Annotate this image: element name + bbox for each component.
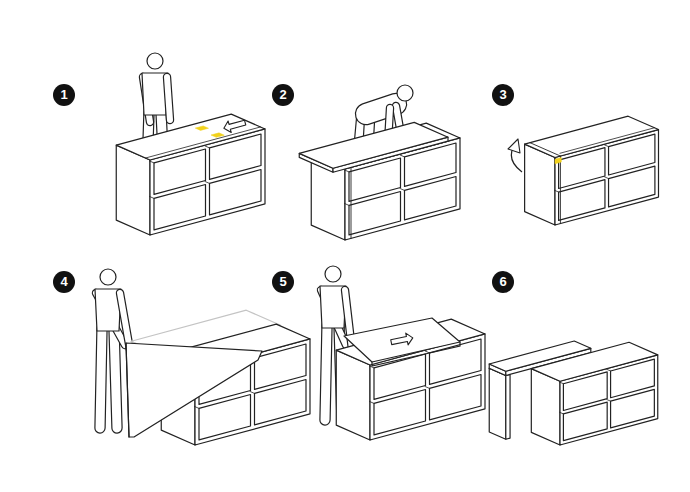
shelf-depth-line [605,177,609,179]
shelf-depth-line [205,146,210,148]
step-badge [53,271,75,293]
shelf-opening [374,354,426,399]
person-leg [325,325,327,420]
step-badge [492,271,514,293]
end-panel-seam [351,167,352,238]
callout-number: 6 [492,271,514,293]
shelf-depth-line [605,145,609,147]
step-badge [492,84,514,106]
step-6-drawing [489,341,658,445]
shelf-opening [154,149,206,194]
callout-number: 2 [272,84,294,106]
yellow-marker [211,133,224,137]
step-badge [53,84,75,106]
step-badges [53,84,514,293]
shelf-depth-line [150,161,155,163]
moving-top-panel [126,343,262,437]
shelf-depth-line [555,190,559,192]
box-side [489,368,506,439]
person-leg [100,328,102,428]
shelf-depth-line [560,412,564,414]
box-side [525,144,555,225]
end-panel-seam [560,156,561,224]
top-seam [146,127,261,158]
step-2-drawing [299,85,460,240]
person-head [397,85,413,101]
box-top [299,122,448,168]
shelf-opening [210,134,262,179]
person-head [100,269,116,285]
end-panel-seam [530,143,560,156]
moving-top-panel [344,318,460,362]
shelf-depth-line [400,188,405,190]
person-arm [120,293,130,350]
yellow-marker [555,158,561,164]
box-side [531,369,560,445]
step-5-drawing [320,266,485,440]
shelf-depth-line [195,406,200,408]
step-drawings [95,53,659,445]
panel-edge [372,342,460,366]
shelf-opening [609,134,655,175]
box-side [336,350,370,440]
shelf-depth-line [370,401,375,403]
step-badge [272,84,294,106]
shelf-depth-line [560,382,564,384]
shelf-depth-line [425,386,430,388]
shelf-opening [563,372,607,411]
callout-number: 4 [53,271,75,293]
direction-arrow [391,333,413,345]
shelf-depth-line [400,155,405,157]
person-leg [325,325,327,420]
callout-number: 3 [492,84,514,106]
shelf-depth-line [205,181,210,183]
shelf-depth-line [607,369,611,371]
callout-number: 1 [53,84,75,106]
yellow-marker [195,126,208,130]
direction-arrow [224,120,246,132]
panel-edge [126,343,129,437]
shelf-depth-line [607,399,611,401]
person-arm [167,77,170,120]
person-arm [120,293,130,350]
box-side [116,145,150,235]
top-seam [560,128,655,154]
step-4-drawing [95,269,310,445]
step-badge [272,271,294,293]
person-arm [167,77,170,120]
person-head [147,53,163,69]
person-leg [100,328,102,428]
step-3-drawing [508,116,659,225]
person-leg [114,328,117,428]
rotation-arrow-head [508,139,520,153]
callout-number: 5 [272,271,294,293]
step-1-drawing [116,53,265,235]
shelf-depth-line [250,391,255,393]
person-head [325,266,341,282]
box-front [506,374,510,439]
shelf-depth-line [150,196,155,198]
person-leg [114,328,117,428]
shelf-depth-line [345,170,350,172]
shelf-depth-line [345,203,350,205]
shelf-opening [559,148,605,189]
shelf-opening [611,359,655,398]
